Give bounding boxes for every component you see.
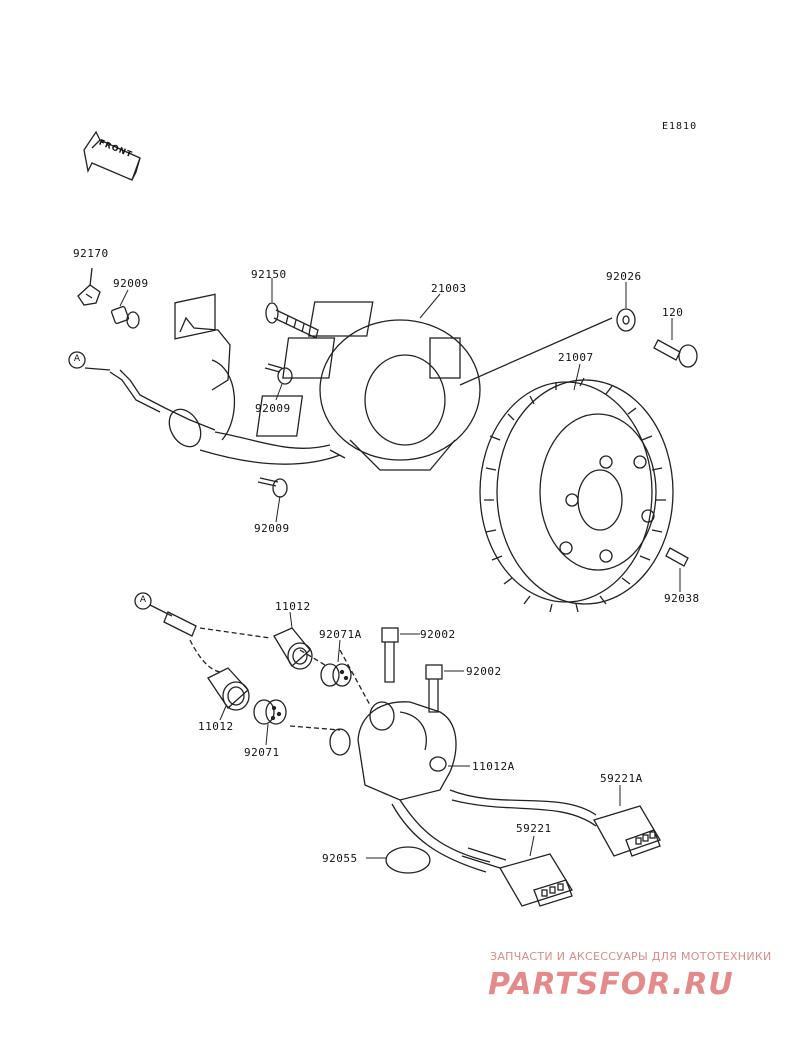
wire-to-59221a	[449, 789, 597, 816]
bolt-92009-top-icon	[110, 305, 140, 329]
key-92038-icon	[665, 547, 689, 567]
screw-92009-low-icon	[257, 477, 288, 498]
marker-a-circle-top	[68, 351, 86, 369]
clip-part-icon	[77, 284, 101, 306]
part-label-11012-a[interactable]: 11012	[275, 600, 311, 613]
part-label-92150[interactable]: 92150	[251, 268, 287, 281]
flywheel-21007-icon	[479, 377, 674, 613]
marker-a-bottom: A	[139, 595, 147, 605]
bolt-92150-icon	[265, 302, 319, 339]
part-label-21007[interactable]: 21007	[558, 351, 594, 364]
bolt-92002-a-icon	[381, 627, 399, 683]
screw-92009-mid-icon	[264, 363, 293, 385]
grommet-92071a-icon	[320, 663, 352, 687]
cap-11012-bottom-icon	[207, 667, 250, 711]
part-label-92055[interactable]: 92055	[322, 852, 358, 865]
o-ring-92055-icon	[385, 846, 431, 874]
marker-a-top: A	[73, 354, 81, 364]
cap-11012-top-icon	[273, 627, 313, 670]
part-label-92071[interactable]: 92071	[244, 746, 280, 759]
washer-92026-icon	[616, 308, 636, 332]
bolt-92002-b-icon	[425, 664, 443, 713]
bolt-120-icon	[653, 339, 698, 368]
stator-21003-icon	[255, 301, 481, 471]
part-label-92026[interactable]: 92026	[606, 270, 642, 283]
watermark-brand: PARTSFOR.RU	[488, 967, 734, 1002]
part-label-59221A[interactable]: 59221A	[600, 772, 643, 785]
part-label-92009-b[interactable]: 92009	[255, 402, 291, 415]
front-arrow-icon	[83, 130, 141, 181]
part-label-92002-b[interactable]: 92002	[466, 665, 502, 678]
part-label-11012-b[interactable]: 11012	[198, 720, 234, 733]
part-label-92009-a[interactable]: 92009	[113, 277, 149, 290]
part-label-120[interactable]: 120	[662, 306, 684, 319]
part-label-92009-c[interactable]: 92009	[254, 522, 290, 535]
part-label-92170[interactable]: 92170	[73, 247, 109, 260]
part-label-59221[interactable]: 59221	[516, 822, 552, 835]
stator-harness-icon	[84, 293, 341, 465]
wire-to-59221	[399, 799, 491, 863]
part-label-21003[interactable]: 21003	[431, 282, 467, 295]
grommet-housing-11012a-icon	[329, 701, 457, 801]
grommet-92071-icon	[253, 699, 287, 725]
wiring-lower-icon	[149, 604, 371, 731]
part-label-11012A[interactable]: 11012A	[472, 760, 515, 773]
marker-a-circle-bottom	[134, 592, 152, 610]
leader-lines	[119, 278, 681, 859]
part-label-92038[interactable]: 92038	[664, 592, 700, 605]
connector-59221-icon	[461, 847, 573, 907]
connector-59221a-icon	[593, 805, 661, 857]
part-label-92002-a[interactable]: 92002	[420, 628, 456, 641]
diagram-code: E1810	[662, 121, 698, 132]
watermark-tagline: ЗАПЧАСТИ И АКСЕССУАРЫ ДЛЯ МОТОТЕХНИКИ	[490, 950, 772, 963]
part-label-92071A[interactable]: 92071A	[319, 628, 362, 641]
